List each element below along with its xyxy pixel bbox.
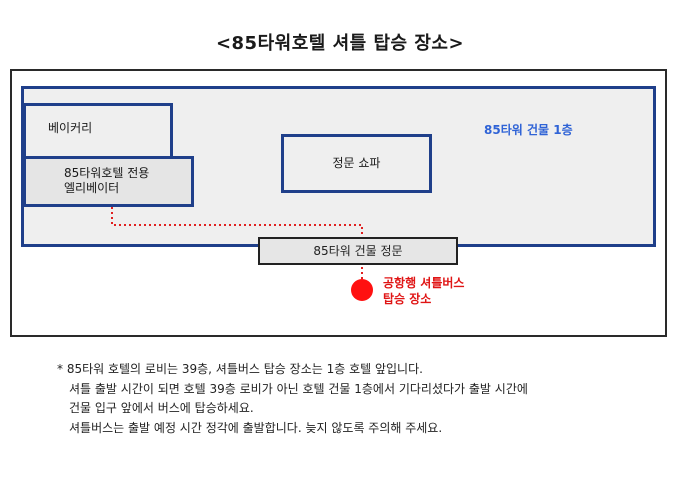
elevator-label-line2: 엘리베이터 bbox=[64, 181, 120, 195]
page-title: <85타워호텔 셔틀 탑승 장소> bbox=[215, 33, 465, 54]
elevator-label-line1: 85타워호텔 전용 bbox=[64, 166, 150, 180]
note-line-1: * 85타워 호텔의 로비는 39층, 셔틀버스 탑승 장소는 1층 호텔 앞입… bbox=[57, 362, 423, 376]
pickup-label-line1: 공항행 셔틀버스 bbox=[383, 276, 465, 290]
bakery-area: 베이커리 bbox=[23, 103, 173, 159]
pickup-marker bbox=[351, 279, 373, 301]
notes-section: * 85타워 호텔의 로비는 39층, 셔틀버스 탑승 장소는 1층 호텔 앞입… bbox=[57, 360, 667, 438]
sofa-label: 정문 쇼파 bbox=[332, 156, 381, 170]
note-line-4: 셔틀버스는 출발 예정 시간 정각에 출발합니다. 늦지 않도록 주의해 주세요… bbox=[69, 420, 443, 435]
note-line-2: 셔틀 출발 시간이 되면 호텔 39층 로비가 아닌 호텔 건물 1층에서 기다… bbox=[69, 381, 528, 396]
note-line-3: 건물 입구 앞에서 버스에 탑승하세요. bbox=[69, 401, 254, 415]
floor-label: 85타워 건물 1층 bbox=[484, 123, 573, 137]
pickup-label-line2: 탑승 장소 bbox=[383, 292, 432, 306]
main-gate: 85타워 건물 정문 bbox=[258, 237, 458, 265]
main-gate-label: 85타워 건물 정문 bbox=[313, 244, 403, 258]
bakery-label: 베이커리 bbox=[48, 121, 93, 135]
pickup-label: 공항행 셔틀버스 탑승 장소 bbox=[383, 275, 464, 307]
hotel-elevator-area: 85타워호텔 전용 엘리베이터 bbox=[23, 156, 194, 207]
front-sofa-area: 정문 쇼파 bbox=[281, 134, 432, 193]
